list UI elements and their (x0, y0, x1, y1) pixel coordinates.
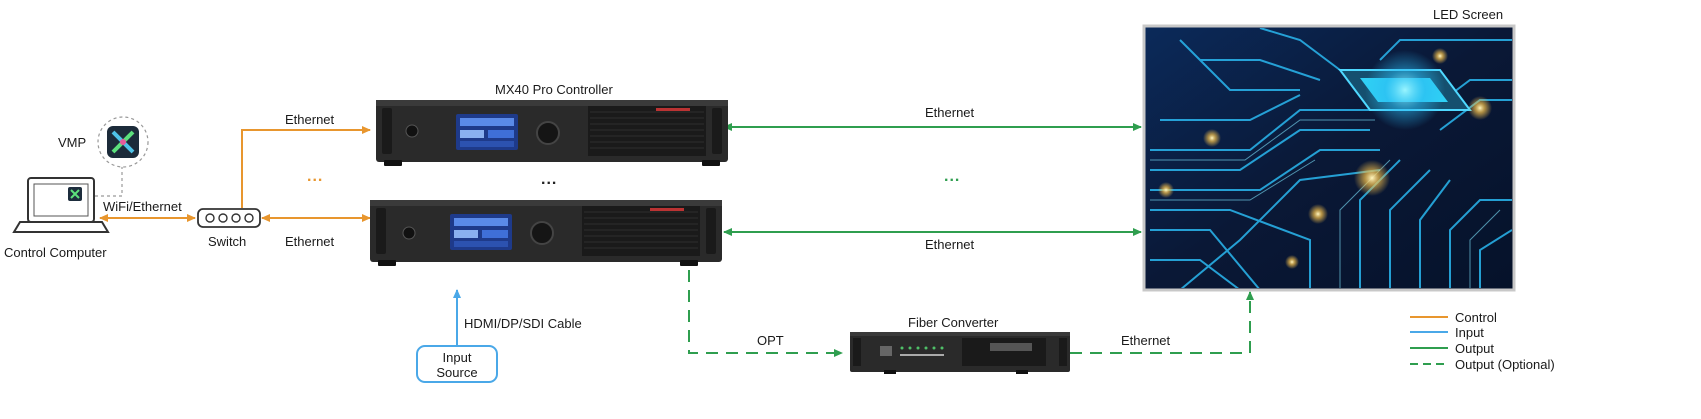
switch-label: Switch (208, 234, 247, 249)
fiber-converter-icon (850, 332, 1070, 374)
laptop-icon (12, 177, 110, 233)
led-screen-label: LED Screen (1433, 7, 1504, 22)
opt-link (688, 270, 843, 357)
switch-icon (197, 208, 261, 228)
opt-label: OPT (757, 333, 784, 348)
ethernet-switch-top-label: Ethernet (285, 112, 335, 127)
ethernet-switch-bottom-label: Ethernet (285, 234, 335, 249)
controller-title: MX40 Pro Controller (495, 82, 613, 97)
ethernet-controller-top-label: Ethernet (925, 105, 975, 120)
vmp-app-icon (97, 116, 149, 168)
legend-output-label: Output (1455, 341, 1495, 356)
ellipsis-orange: ... (307, 168, 324, 185)
fiber-to-led-link (1070, 291, 1254, 354)
controller-bottom-device-icon (370, 200, 722, 266)
input-source-label: Input Source (436, 350, 478, 380)
legend-control-label: Control (1455, 310, 1497, 325)
switch-to-controller-top-link (241, 126, 371, 208)
vmp-label: VMP (58, 135, 87, 150)
hdmi-cable-label: HDMI/DP/SDI Cable (464, 316, 582, 331)
controller-top-device-icon (376, 100, 728, 166)
fiber-converter-label: Fiber Converter (908, 315, 999, 330)
control-computer-label: Control Computer (4, 245, 107, 260)
input-source-box (416, 345, 498, 383)
wifi-ethernet-label: WiFi/Ethernet (103, 199, 182, 214)
legend (1410, 316, 1448, 365)
ellipsis-black: ... (541, 171, 558, 188)
ellipsis-green: ... (944, 168, 961, 185)
ethernet-controller-bottom-label: Ethernet (925, 237, 975, 252)
vmp-link (92, 166, 123, 197)
legend-output-optional-label: Output (Optional) (1455, 357, 1555, 372)
led-screen-icon (1142, 24, 1516, 292)
ethernet-fiber-label: Ethernet (1121, 333, 1171, 348)
legend-input-label: Input (1455, 325, 1484, 340)
